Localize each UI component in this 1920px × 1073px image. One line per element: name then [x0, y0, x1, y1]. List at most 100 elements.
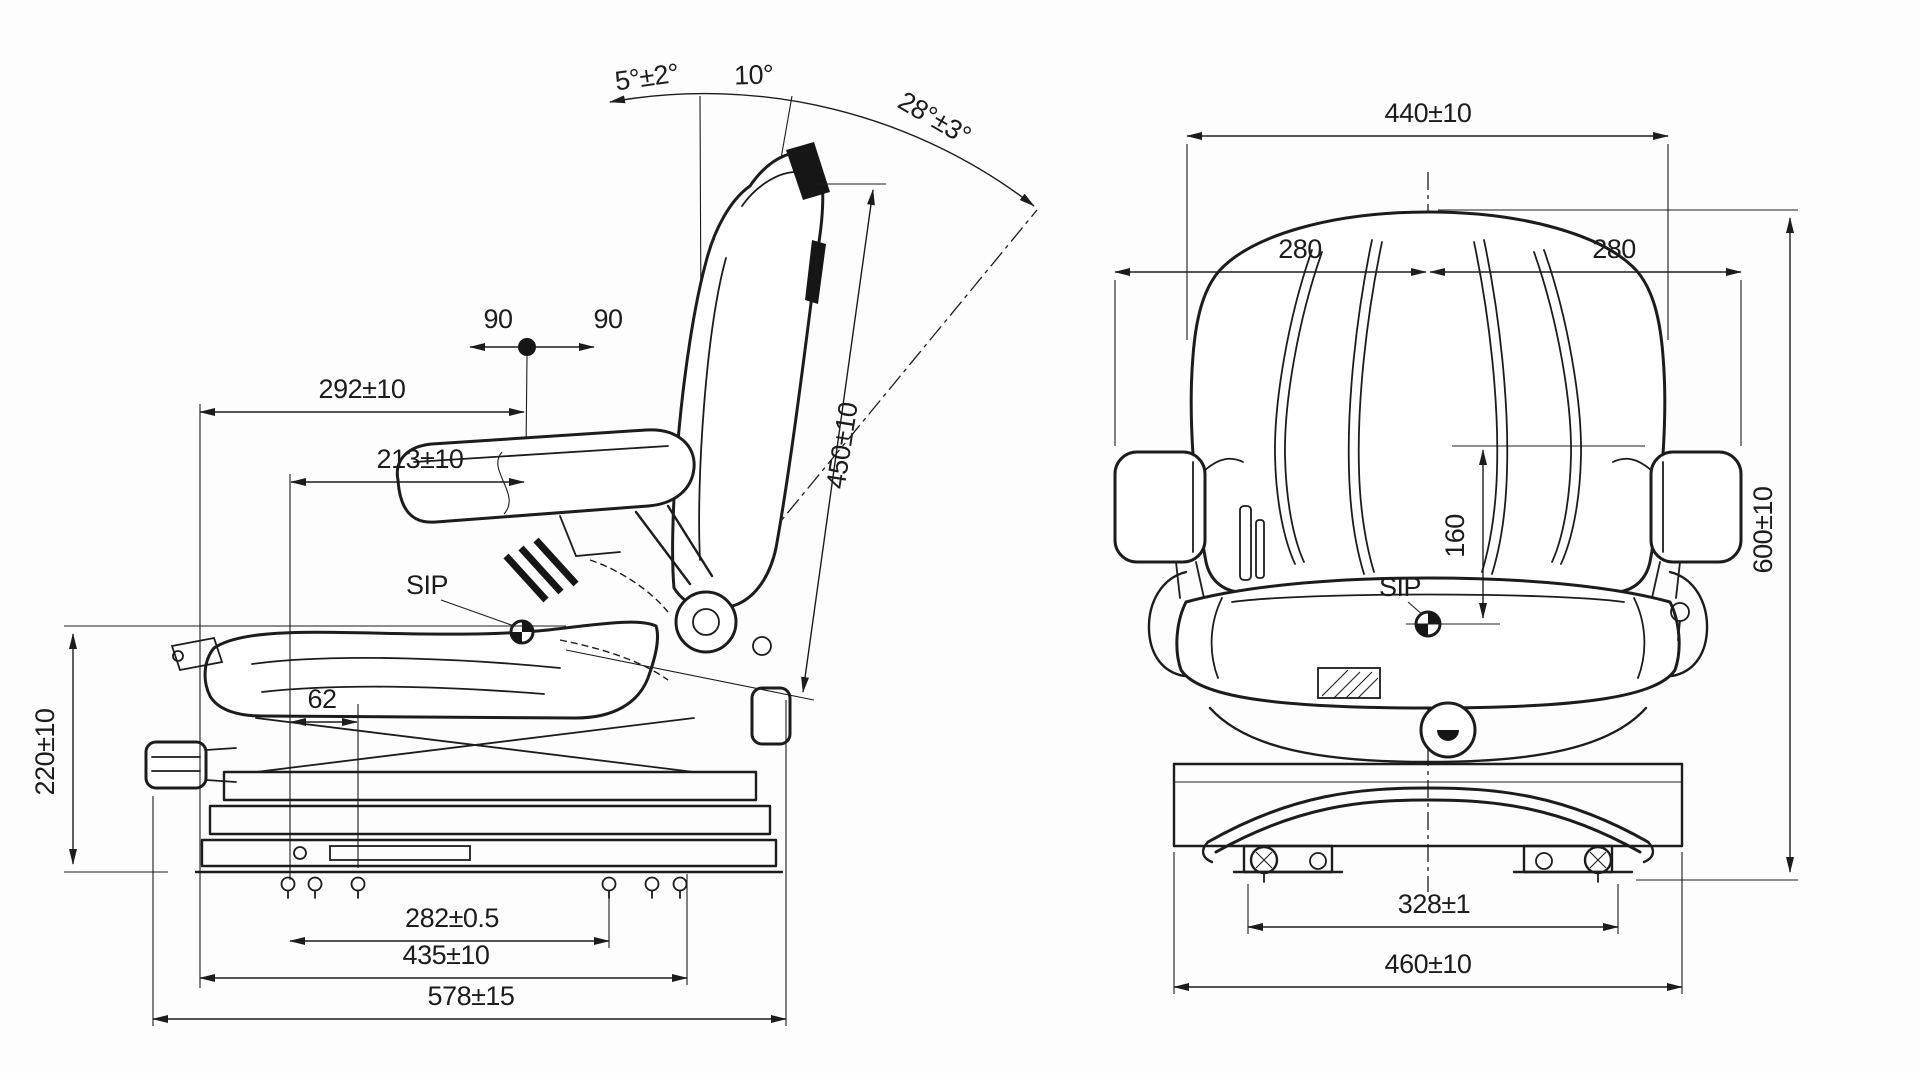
dim-578-label: 578±15	[428, 981, 515, 1011]
hub-inner-circle	[692, 608, 720, 636]
dim-435-label: 435±10	[403, 940, 490, 970]
bolt	[307, 876, 323, 892]
bolt-right-inner	[1535, 852, 1553, 870]
armrest-left	[1113, 450, 1207, 564]
lower-frame	[208, 804, 772, 836]
sip-label-front: SIP	[1379, 572, 1421, 602]
armrest-support-front	[634, 510, 692, 586]
front-view: SIP 440±10 280 280	[1113, 98, 1798, 994]
bow-hook-right	[1642, 840, 1655, 864]
recline-hub	[674, 590, 772, 656]
stitch-right-inner-a	[1483, 239, 1509, 575]
adjust-knob-front	[1419, 701, 1477, 759]
armrest-outline	[395, 428, 696, 524]
armrest-left-bracket-a	[1175, 561, 1181, 599]
sip-quadrant-sw	[1416, 624, 1428, 636]
dim-280-right-label: 280	[1592, 234, 1636, 264]
vent-hatch	[1345, 671, 1373, 699]
latch-pin	[293, 846, 307, 860]
travel-left-label: 90	[483, 304, 512, 334]
bolt-left-inner	[1309, 852, 1327, 870]
mounting-bolts	[280, 876, 688, 899]
dim-160: 160	[1406, 445, 1645, 625]
front-dimensions: 440±10 280 280 160	[1114, 98, 1798, 994]
knob-body	[144, 740, 208, 790]
cushion-hidden-edge	[559, 639, 669, 681]
vent-hatch	[1357, 677, 1379, 699]
dim-280-pair: 280 280	[1114, 234, 1742, 446]
ext-bottom	[565, 649, 815, 701]
dim-280-left-label: 280	[1278, 234, 1322, 264]
bolt	[601, 876, 617, 892]
armrest-right-bracket-b	[1651, 561, 1661, 599]
dim-220-label: 220±10	[30, 709, 60, 796]
side-view: 5°±2° 10° 28°±3° 90 90	[30, 58, 1038, 1026]
armrest-right-mount	[1612, 457, 1652, 471]
dim-62-label: 62	[307, 684, 336, 714]
front-lever-pin	[172, 650, 184, 662]
cushion-contour-1	[251, 656, 561, 669]
armrest-left-mount	[1204, 457, 1244, 471]
sip-leader	[440, 599, 515, 627]
dim-600-label: 600±10	[1748, 487, 1778, 574]
backrest-stitch-lines	[1274, 239, 1582, 575]
armrest-contour	[413, 445, 669, 463]
seatbelt-detail	[503, 537, 579, 603]
dim-328-label: 328±1	[1398, 889, 1470, 919]
stitch-left-inner-b	[1357, 241, 1383, 573]
seat-wing-right	[1668, 570, 1709, 678]
dim-435: 435±10	[199, 874, 688, 985]
dim-213-label: 213±10	[377, 444, 464, 474]
bolt	[280, 876, 296, 892]
cushion-top-contour	[1231, 593, 1625, 603]
dim-578: 578±15	[152, 700, 787, 1026]
sip-quadrant-sw	[511, 632, 522, 643]
bolt	[644, 876, 660, 892]
seat-wing-left	[1147, 570, 1188, 678]
cushion-bolster-left	[1210, 597, 1223, 679]
dim-213: 213±10	[290, 444, 525, 515]
dim-440: 440±10	[1186, 98, 1669, 340]
frame-hidden-edge	[589, 559, 669, 613]
knob-link-top	[205, 747, 237, 751]
bow-hook-left	[1201, 840, 1214, 864]
knob-link-bottom	[205, 779, 237, 783]
dim-440-label: 440±10	[1385, 98, 1472, 128]
armrests-front	[1113, 450, 1743, 599]
break-curve	[497, 451, 510, 515]
suspension-base-side	[194, 686, 792, 899]
suspension-base-front	[1172, 762, 1684, 883]
stitch-left-inner-a	[1347, 239, 1373, 575]
backrest-handle	[786, 142, 830, 200]
reference-drop-line	[525, 355, 528, 453]
backrest-outline-front	[1189, 210, 1667, 594]
height-adjust-knob	[144, 636, 237, 790]
sip-marker-side: SIP	[406, 570, 535, 645]
armrest-right-bracket-a	[1675, 561, 1681, 599]
side-knob-stem	[1677, 620, 1681, 641]
armrest-left-bracket-b	[1195, 561, 1205, 599]
angle-recline-label: 28°±3°	[893, 86, 976, 151]
hub-outer-circle	[674, 590, 738, 654]
recline-lever-front	[1239, 505, 1252, 581]
angle-forward-label: 5°±2°	[613, 58, 681, 97]
vent-hatch	[1333, 671, 1361, 699]
cushion-outline	[203, 620, 660, 720]
armrest-right	[1649, 450, 1743, 564]
stitch-left-outer-a	[1274, 249, 1313, 565]
armrest-support-rear	[666, 504, 714, 578]
dim-600: 600±10	[1438, 209, 1798, 881]
roller-left-cross	[1255, 851, 1273, 869]
dim-220: 220±10	[30, 625, 566, 873]
dim-282-label: 282±0.5	[405, 903, 499, 933]
belt-stripe	[533, 537, 579, 587]
angle-arc	[609, 92, 1035, 207]
rear-bumper	[750, 686, 792, 746]
recline-lever-secondary	[1255, 519, 1265, 579]
dim-62: 62	[290, 684, 359, 868]
upper-frame	[222, 770, 758, 802]
scissor-link-2	[255, 717, 695, 773]
backrest-contour	[698, 257, 727, 561]
